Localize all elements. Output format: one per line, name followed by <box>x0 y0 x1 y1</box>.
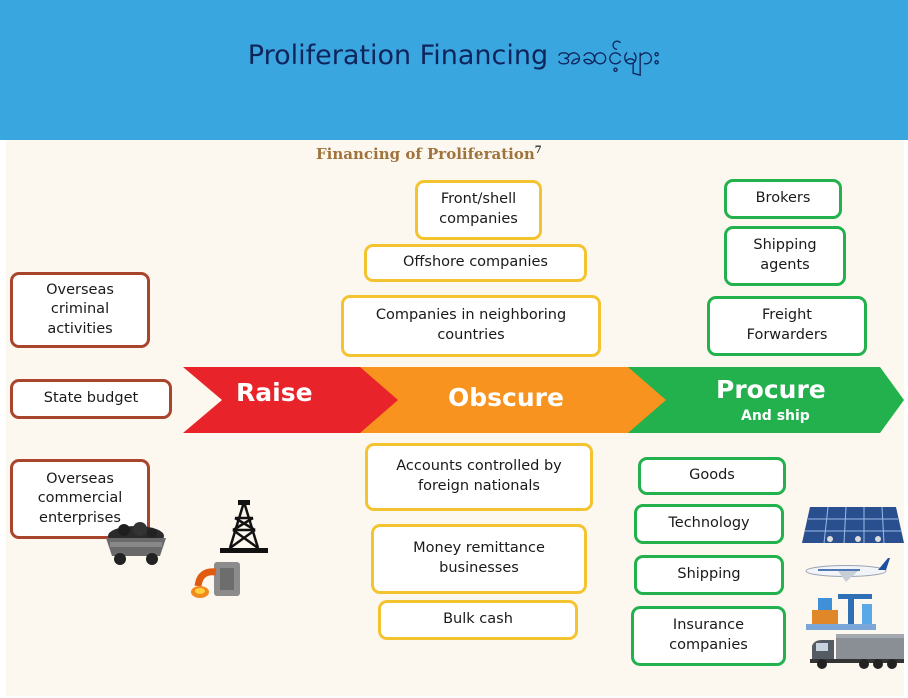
solar-panel-icon <box>802 506 904 544</box>
title-bar: Proliferation Financing အဆင့်များ <box>0 0 908 140</box>
footnote-marker: 7 <box>534 145 542 156</box>
obscure-method-box: Offshore companies <box>364 244 587 282</box>
procure-actor-box: Brokers <box>724 179 842 219</box>
procure-item-box: Technology <box>634 504 784 544</box>
shipping-cranes-icon <box>806 594 876 630</box>
obscure-method-box: Front/shell companies <box>415 180 542 240</box>
procure-actor-box: Freight Forwarders <box>707 296 867 356</box>
obscure-stage-label: Obscure <box>448 383 564 412</box>
obscure-method-box: Accounts controlled by foreign nationals <box>365 443 593 511</box>
ore-furnace-icon <box>191 562 240 598</box>
procure-item-box: Goods <box>638 457 786 495</box>
obscure-arrow <box>355 367 666 433</box>
obscure-method-box: Bulk cash <box>378 600 578 640</box>
obscure-method-box: Companies in neighboring countries <box>341 295 601 357</box>
coal-cart-icon <box>106 522 166 565</box>
raise-arrow <box>183 367 398 433</box>
oil-derrick-icon <box>220 500 268 553</box>
airplane-icon <box>805 558 890 582</box>
page-title: Proliferation Financing အဆင့်များ <box>247 40 661 71</box>
procure-actor-box: Shipping agents <box>724 226 846 286</box>
raise-source-box: State budget <box>10 379 172 419</box>
procure-item-box: Shipping <box>634 555 784 595</box>
procure-arrow <box>620 367 904 433</box>
diagram-subtitle: Financing of Proliferation7 <box>316 145 542 163</box>
procure-stage-label: Procure <box>716 375 826 404</box>
truck-icon <box>810 634 904 669</box>
subtitle-text: Financing of Proliferation <box>316 145 535 163</box>
procure-stage-sublabel: And ship <box>741 408 810 424</box>
raise-stage-label: Raise <box>236 378 313 407</box>
procure-item-box: Insurance companies <box>631 606 786 666</box>
raise-source-box: Overseas criminal activities <box>10 272 150 348</box>
obscure-method-box: Money remittance businesses <box>371 524 587 594</box>
